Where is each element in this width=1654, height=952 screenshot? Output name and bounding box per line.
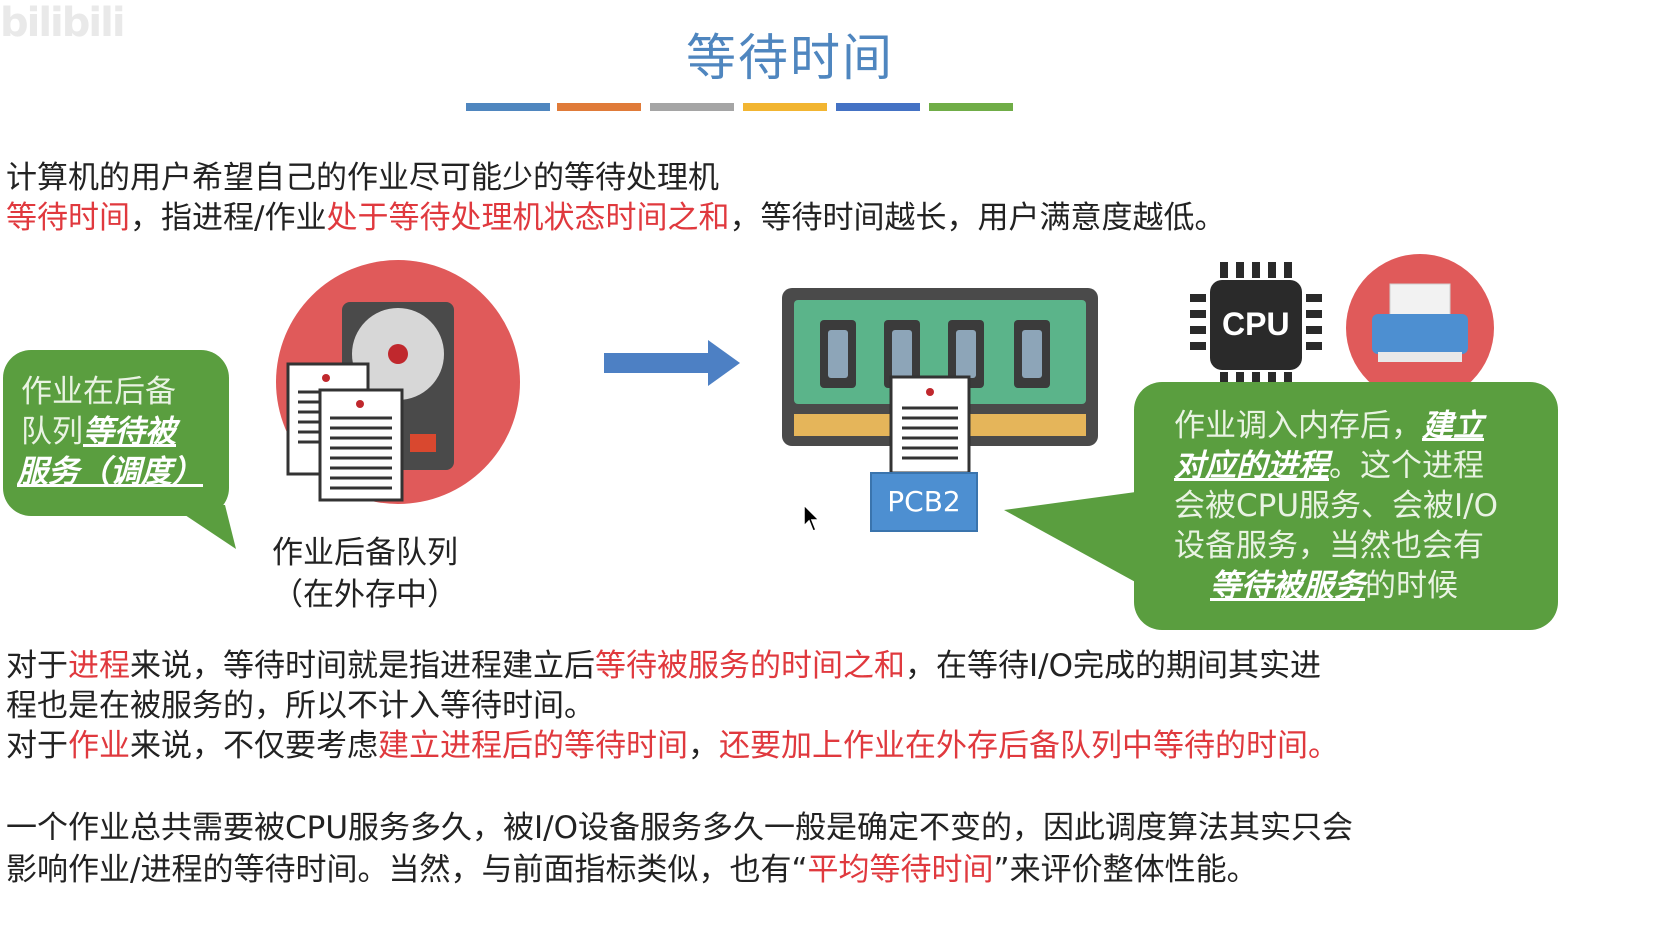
definition-highlight: 处于等待处理机状态时间之和 xyxy=(326,200,730,236)
bubble-line: 对应的进程。这个进程 xyxy=(1174,446,1558,486)
para-highlight: 建立进程后的等待时间 xyxy=(378,728,688,764)
right-bubble-text: 作业调入内存后，建立 对应的进程。这个进程 会被CPU服务、会被I/O 设备服务… xyxy=(1134,382,1558,606)
right-speech-bubble: 作业调入内存后，建立 对应的进程。这个进程 会被CPU服务、会被I/O 设备服务… xyxy=(1134,382,1558,630)
bubble-emphasis: 服务（调度） xyxy=(17,454,203,490)
bubble-line: 队列等待被 xyxy=(17,412,229,452)
bubble-line: 作业在后备 xyxy=(21,374,176,410)
bubble-line: 等待被服务的时候 xyxy=(1174,566,1558,606)
para-highlight: 还要加上作业在外存后备队列中等待的时间。 xyxy=(719,728,1339,764)
bubble-line: 会被CPU服务、会被I/O xyxy=(1174,488,1499,524)
cpu-label: CPU xyxy=(1222,306,1290,342)
bubble-text: 。这个进程 xyxy=(1329,448,1484,484)
disk-caption: 作业后备队列 （在外存中） xyxy=(240,532,490,616)
para-text: ， xyxy=(688,728,719,764)
bubble-emphasis: 等待被服务 xyxy=(1210,568,1365,604)
para-text: ，在等待I/O完成的期间其实进 xyxy=(905,648,1321,684)
left-speech-bubble: 作业在后备 队列等待被 服务（调度） xyxy=(3,350,229,516)
term-job: 作业 xyxy=(68,728,130,764)
para-text: 来说，不仅要考虑 xyxy=(130,728,378,764)
pcb2-label: PCB2 xyxy=(870,472,978,532)
documents-icon xyxy=(286,362,404,502)
bubble-text: 作业调入内存后， xyxy=(1174,408,1422,444)
cpu-chip-icon xyxy=(1190,262,1322,388)
printer-icon xyxy=(1346,254,1494,402)
para-text: 影响作业/进程的等待时间。当然，与前面指标类似，也有“ xyxy=(6,852,808,888)
left-bubble-text: 作业在后备 队列等待被 服务（调度） xyxy=(3,350,229,492)
caption-line: 作业后备队列 xyxy=(272,535,458,571)
para-text: ”来评价整体性能。 xyxy=(993,852,1258,888)
term-average-waiting-time: 平均等待时间 xyxy=(807,852,994,888)
bubble-line: 作业调入内存后，建立 xyxy=(1174,406,1558,446)
paragraph-process-line-2: 程也是在被服务的，所以不计入等待时间。 xyxy=(6,688,595,724)
bubble-emphasis: 对应的进程 xyxy=(1174,448,1329,484)
underline-segment xyxy=(650,103,734,111)
right-arrow-icon xyxy=(604,340,740,386)
intro-line-2: 等待时间，指进程/作业处于等待处理机状态时间之和，等待时间越长，用户满意度越低。 xyxy=(6,198,1225,238)
term-waiting-time: 等待时间 xyxy=(6,200,130,236)
mouse-cursor-icon xyxy=(803,504,821,532)
underline-segment xyxy=(929,103,1013,111)
underline-segment xyxy=(557,103,641,111)
paragraph-summary-line-2: 影响作业/进程的等待时间。当然，与前面指标类似，也有“平均等待时间”来评价整体性… xyxy=(6,850,1258,890)
slide-title: 等待时间 xyxy=(686,29,894,87)
intro-text: ，等待时间越长，用户满意度越低。 xyxy=(729,200,1226,236)
para-text: 对于 xyxy=(6,728,68,764)
paragraph-process-line-1: 对于进程来说，等待时间就是指进程建立后等待被服务的时间之和，在等待I/O完成的期… xyxy=(6,646,1321,686)
right-bubble-tail xyxy=(1004,490,1150,590)
caption-line: （在外存中） xyxy=(272,577,458,613)
underline-segment xyxy=(466,103,550,111)
paragraph-summary-line-1: 一个作业总共需要被CPU服务多久，被I/O设备服务多久一般是确定不变的，因此调度… xyxy=(6,810,1354,846)
para-text: 来说，等待时间就是指进程建立后 xyxy=(130,648,595,684)
bubble-text: 的时候 xyxy=(1365,568,1458,604)
term-process: 进程 xyxy=(68,648,130,684)
underline-segment xyxy=(836,103,920,111)
bubble-text: 队列 xyxy=(21,414,83,450)
bubble-line: 设备服务，当然也会有 xyxy=(1174,528,1484,564)
para-highlight: 等待被服务的时间之和 xyxy=(595,648,905,684)
memory-module-icon xyxy=(782,288,1098,446)
paragraph-job: 对于作业来说，不仅要考虑建立进程后的等待时间，还要加上作业在外存后备队列中等待的… xyxy=(6,726,1339,766)
bubble-emphasis: 建立 xyxy=(1422,408,1484,444)
intro-text: ，指进程/作业 xyxy=(130,200,327,236)
underline-segment xyxy=(743,103,827,111)
pcb-document-icon xyxy=(889,375,971,475)
bubble-emphasis: 等待被 xyxy=(83,414,176,450)
para-text: 对于 xyxy=(6,648,68,684)
bilibili-watermark: bilibili xyxy=(0,0,126,46)
intro-line-1: 计算机的用户希望自己的作业尽可能少的等待处理机 xyxy=(6,160,719,196)
left-bubble-tail xyxy=(170,505,236,549)
